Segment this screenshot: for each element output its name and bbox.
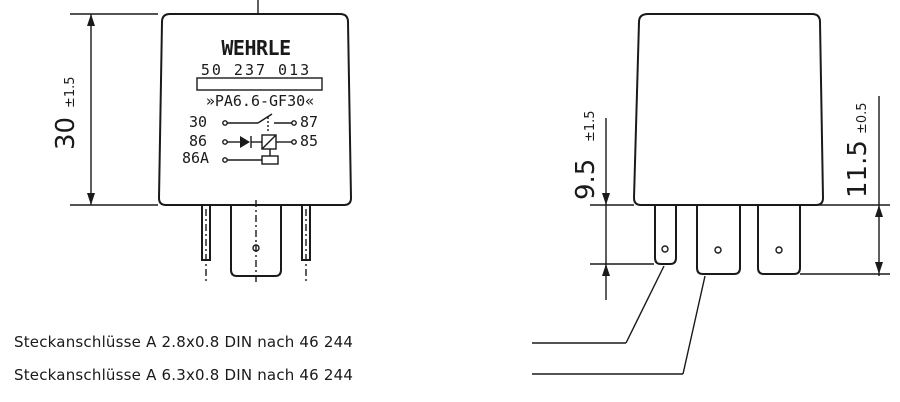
leader-lines: [532, 265, 706, 375]
relay-body-side: [632, 13, 825, 206]
terminal-85-label: 85: [300, 132, 318, 150]
pin-dim-value: 9.5: [571, 159, 601, 200]
relay-side-view: 9.5 ±1.5 11.5 ±0.5: [532, 13, 890, 375]
terminal-86a-label: 86A: [182, 149, 209, 167]
material-rating: »PA6.6-GF30«: [206, 92, 314, 110]
connector-note-large: Steckanschlüsse A 6.3x0.8 DIN nach 46 24…: [14, 366, 354, 384]
terminal-86-label: 86: [189, 132, 207, 150]
relay-front-view: WEHRLE 50 237 013 »PA6.6-GF30« 30 87 86 …: [51, 0, 353, 282]
body-dim-tolerance: ±0.5: [855, 102, 870, 134]
height-dimension: 30 ±1.5: [51, 13, 158, 206]
terminal-30-label: 30: [189, 113, 207, 131]
front-pins: [201, 200, 311, 282]
resistor-icon: [261, 155, 279, 165]
pin-dimension: 9.5 ±1.5: [571, 110, 654, 300]
resistor-symbol: [222, 149, 279, 165]
part-number: 50 237 013: [201, 61, 311, 79]
height-dim-value: 30: [51, 117, 81, 150]
label-box: [196, 77, 323, 91]
body-dim-value: 11.5: [843, 140, 873, 198]
svg-text:WEHRLE: WEHRLE: [221, 36, 290, 60]
body-dimension: 11.5 ±0.5: [800, 96, 890, 276]
coil-diode-symbol: [222, 134, 297, 150]
height-dim-tolerance: ±1.5: [63, 76, 78, 108]
switch-symbol: [222, 113, 297, 132]
pin-dim-tolerance: ±1.5: [583, 110, 598, 142]
relay-body-front: [157, 13, 353, 206]
brand-logo: WEHRLE: [193, 36, 319, 60]
connector-note-small: Steckanschlüsse A 2.8x0.8 DIN nach 46 24…: [14, 333, 354, 351]
terminal-87-label: 87: [300, 113, 318, 131]
side-pins: [654, 205, 801, 275]
